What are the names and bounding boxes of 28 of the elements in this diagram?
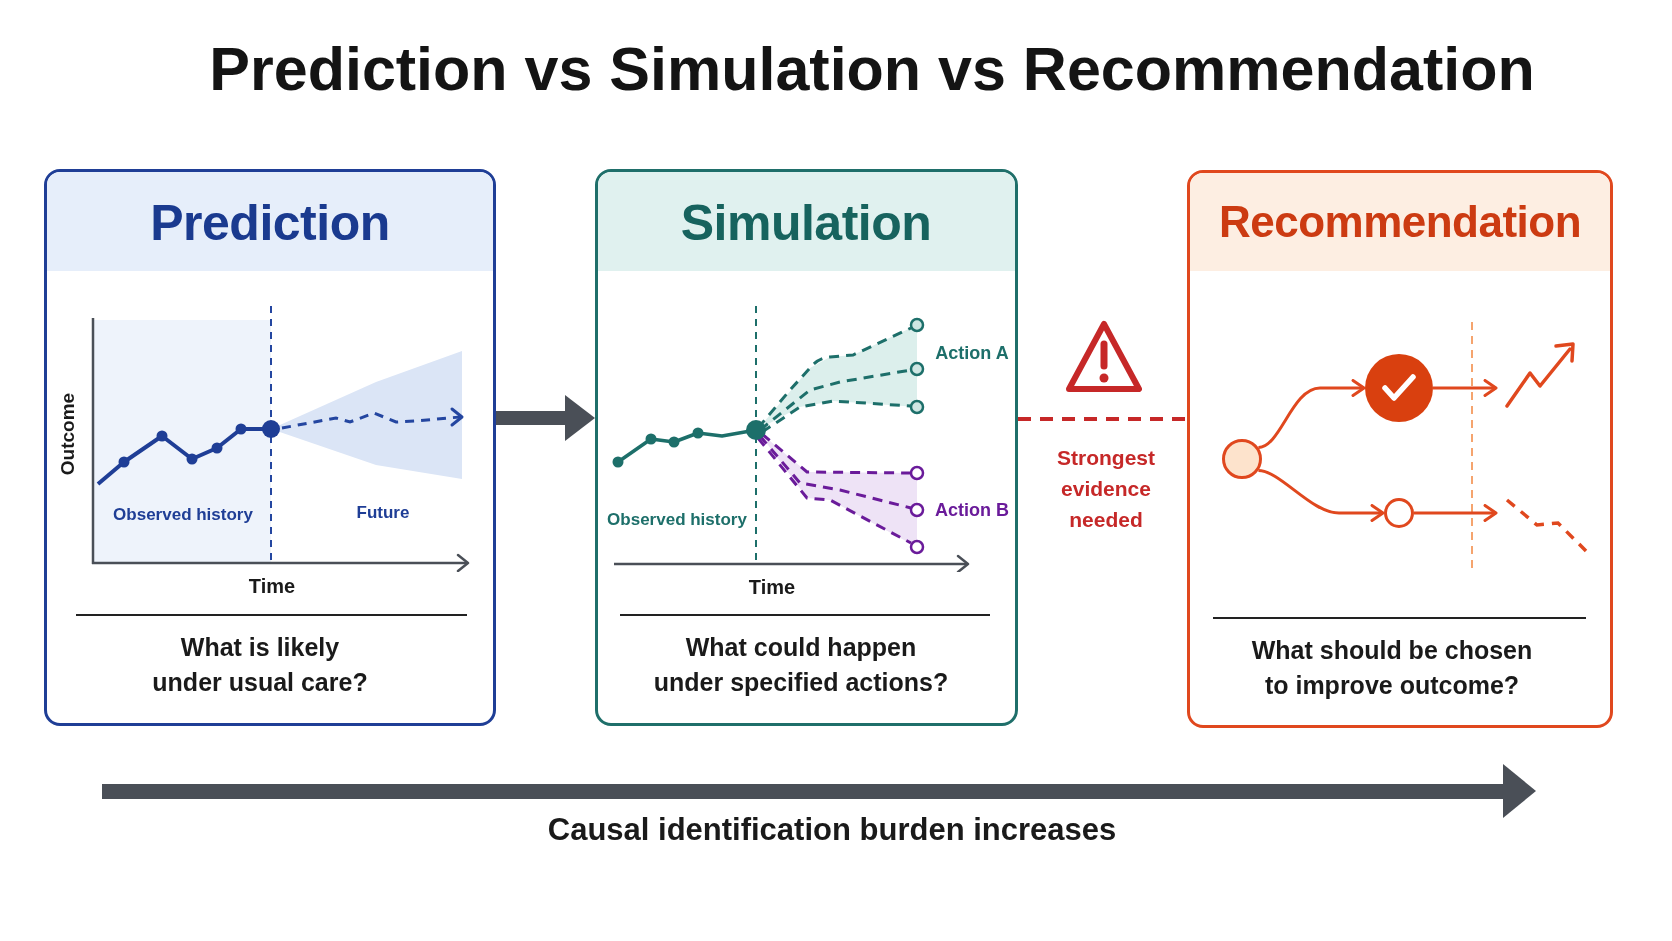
panel-card <box>1187 170 1613 728</box>
panel-heading: Recommendation <box>1218 197 1582 247</box>
panel-question: What should be chosen to improve outcome? <box>1251 636 1533 699</box>
panel-heading: Simulation <box>680 194 932 252</box>
region-label: Future <box>356 503 410 523</box>
series-label: Action B <box>935 499 1009 521</box>
axis-label: Time <box>248 574 296 598</box>
arrow <box>1258 469 1385 522</box>
region-label: Observed history <box>113 505 253 525</box>
panel-heading: Prediction <box>150 194 390 252</box>
axis-label: Time <box>748 575 796 599</box>
arrow <box>496 395 595 441</box>
edge-label: Strongest evidence needed <box>1057 446 1155 531</box>
arrow-caption: Causal identification burden increases <box>547 812 1117 848</box>
series-label: Action A <box>935 342 1009 364</box>
axis-label: Outcome <box>57 392 79 476</box>
panel-card <box>44 169 496 726</box>
arrow <box>1414 504 1498 522</box>
start-circle <box>1222 439 1262 479</box>
empty-circle <box>1384 498 1414 528</box>
dashed-line <box>1018 417 1187 421</box>
arrow <box>1433 379 1498 397</box>
panel-card <box>595 169 1018 726</box>
panel-question: What is likely under usual care? <box>152 633 368 696</box>
arrow <box>1258 379 1366 449</box>
region-label: Observed history <box>607 510 747 530</box>
panel-question: What could happen under specified actions? <box>653 633 949 696</box>
page-title: Prediction vs Simulation vs Recommendation <box>209 34 1535 104</box>
